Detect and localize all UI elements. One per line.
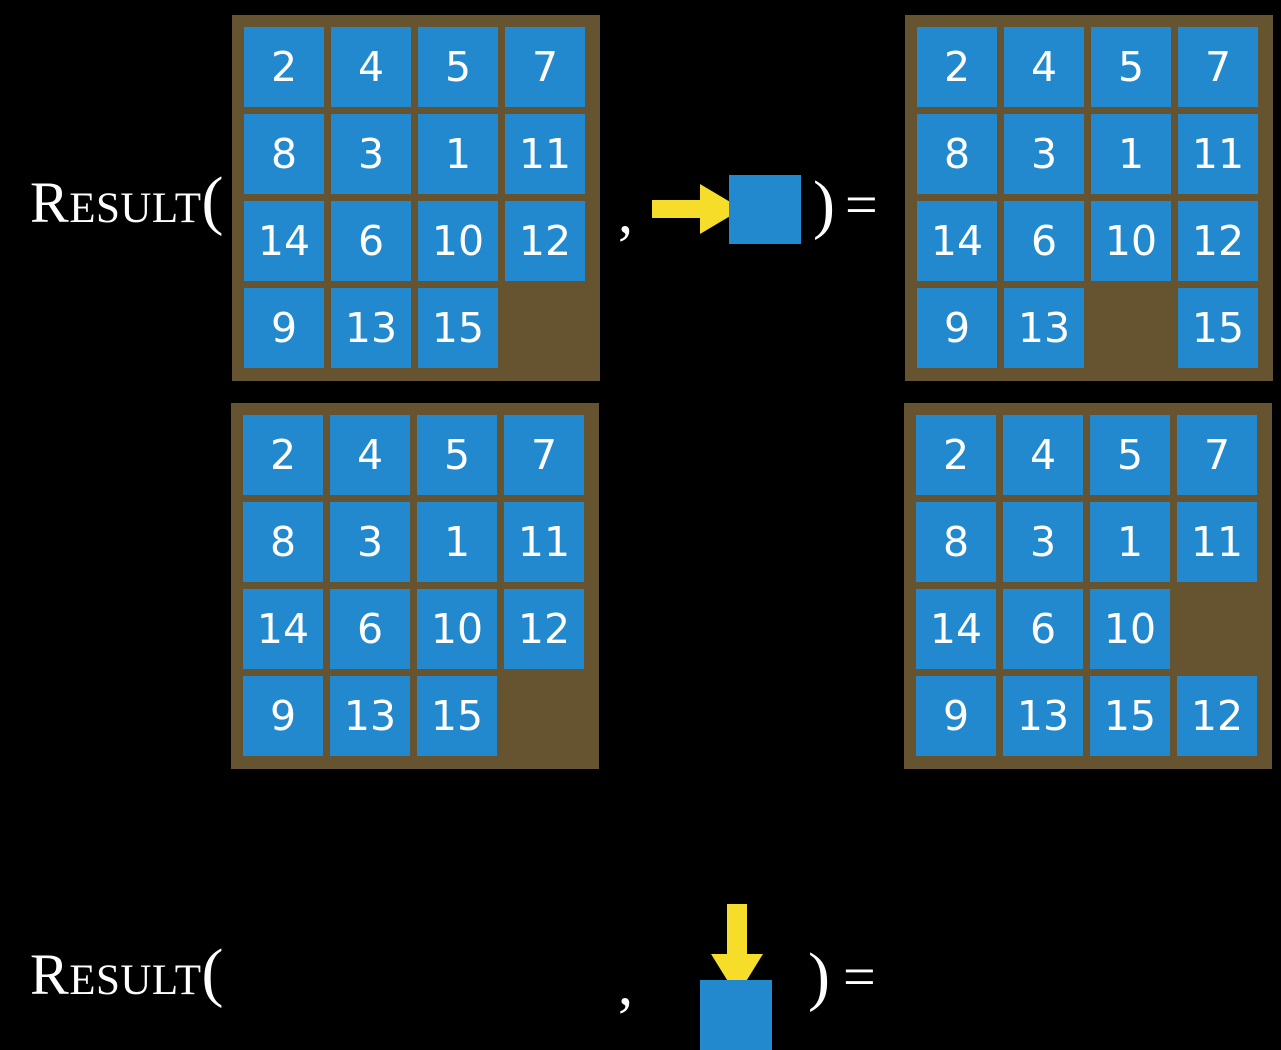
tile[interactable]: 7 [504,415,584,495]
tile[interactable]: 3 [330,502,410,582]
empty-slot [505,288,585,368]
input-board-row-1[interactable]: 2 4 5 7 8 3 1 11 14 6 10 12 9 13 15 [232,15,600,381]
blank-tile-graphic [700,980,772,1050]
tile[interactable]: 4 [1003,415,1083,495]
blank-tile-graphic [729,175,801,244]
result-label-initial: R [30,942,70,1007]
tile[interactable]: 11 [1178,114,1258,194]
empty-slot [1091,288,1171,368]
tile[interactable]: 14 [244,201,324,281]
arrow-right-icon [652,184,742,234]
tile[interactable]: 13 [331,288,411,368]
tile[interactable]: 9 [244,288,324,368]
tile[interactable]: 15 [1178,288,1258,368]
tile[interactable]: 12 [1178,201,1258,281]
tile[interactable]: 13 [1004,288,1084,368]
equation-row-1: RESULT( 2 4 5 7 8 3 1 11 14 6 10 12 9 13… [0,0,1281,392]
result-function-label-row-2: RESULT( [30,940,224,1006]
tile[interactable]: 10 [1091,201,1171,281]
tile[interactable]: 8 [917,114,997,194]
tile[interactable]: 10 [418,201,498,281]
tile[interactable]: 9 [243,676,323,756]
tile[interactable]: 12 [504,589,584,669]
tile[interactable]: 10 [1090,589,1170,669]
tile[interactable]: 6 [330,589,410,669]
input-board-row-2[interactable]: 2 4 5 7 8 3 1 11 14 6 10 12 9 13 15 [231,403,599,769]
tile[interactable]: 11 [1177,502,1257,582]
tile[interactable]: 15 [1090,676,1170,756]
result-function-label-row-1: RESULT( [30,168,224,234]
tile[interactable]: 3 [1003,502,1083,582]
tile[interactable]: 5 [418,27,498,107]
tile[interactable]: 14 [243,589,323,669]
tile[interactable]: 6 [1004,201,1084,281]
argument-separator: , [618,179,633,245]
tile[interactable]: 9 [917,288,997,368]
tile[interactable]: 12 [505,201,585,281]
tile[interactable]: 1 [417,502,497,582]
tile[interactable]: 2 [243,415,323,495]
result-label-open-paren: ( [201,936,224,1009]
tile[interactable]: 2 [917,27,997,107]
equals-sign: = [843,944,876,1009]
result-label-rest: ESULT [69,185,202,232]
tile[interactable]: 8 [916,502,996,582]
equals-sign: = [845,172,878,237]
tile[interactable]: 5 [417,415,497,495]
tile[interactable]: 8 [243,502,323,582]
tile[interactable]: 7 [1177,415,1257,495]
tile[interactable]: 4 [331,27,411,107]
tile[interactable]: 8 [244,114,324,194]
tile[interactable]: 11 [504,502,584,582]
tile[interactable]: 1 [418,114,498,194]
tile[interactable]: 5 [1091,27,1171,107]
close-paren: ) [808,940,830,1013]
tile[interactable]: 14 [916,589,996,669]
tile[interactable]: 5 [1090,415,1170,495]
tile[interactable]: 6 [1003,589,1083,669]
result-label-initial: R [30,170,70,235]
empty-slot [504,676,584,756]
empty-slot [1177,589,1257,669]
tile[interactable]: 4 [330,415,410,495]
tile[interactable]: 10 [417,589,497,669]
result-label-rest: ESULT [69,957,202,1004]
tile[interactable]: 15 [417,676,497,756]
tile[interactable]: 7 [1178,27,1258,107]
tile[interactable]: 15 [418,288,498,368]
tile[interactable]: 12 [1177,676,1257,756]
tile[interactable]: 13 [1003,676,1083,756]
tile[interactable]: 7 [505,27,585,107]
close-paren: ) [813,168,835,241]
tile[interactable]: 3 [1004,114,1084,194]
tile[interactable]: 1 [1090,502,1170,582]
tile[interactable]: 3 [331,114,411,194]
tile[interactable]: 4 [1004,27,1084,107]
tile[interactable]: 2 [916,415,996,495]
tile[interactable]: 2 [244,27,324,107]
tile[interactable]: 1 [1091,114,1171,194]
tile[interactable]: 11 [505,114,585,194]
tile[interactable]: 9 [916,676,996,756]
equation-row-2: RESULT( 2 4 5 7 8 3 1 11 14 6 10 12 9 13… [0,392,1281,1050]
tile[interactable]: 6 [331,201,411,281]
tile[interactable]: 14 [917,201,997,281]
argument-separator: , [618,951,633,1017]
tile[interactable]: 13 [330,676,410,756]
output-board-row-1[interactable]: 2 4 5 7 8 3 1 11 14 6 10 12 9 13 15 [905,15,1273,381]
result-label-open-paren: ( [201,164,224,237]
output-board-row-2[interactable]: 2 4 5 7 8 3 1 11 14 6 10 9 13 15 12 [904,403,1272,769]
